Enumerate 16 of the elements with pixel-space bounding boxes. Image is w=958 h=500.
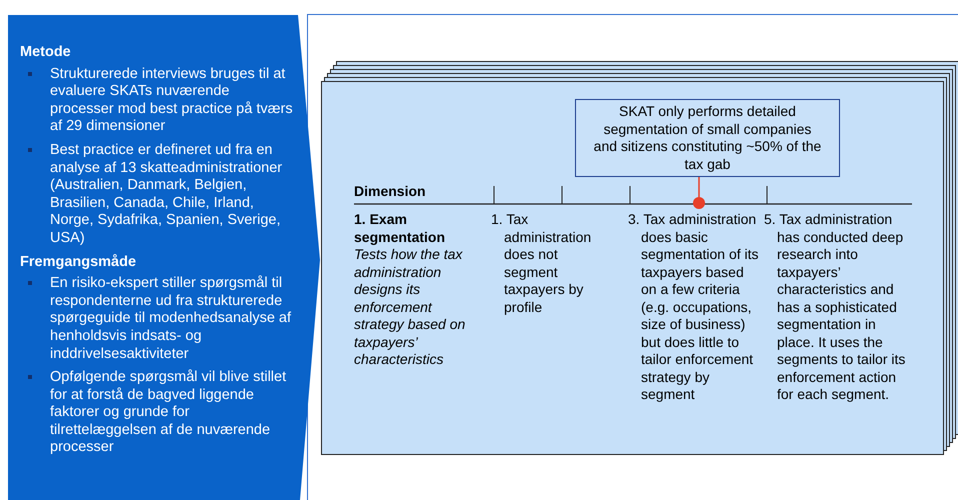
leader-line (698, 177, 700, 197)
bullet-text: Best practice er defineret ud fra en analyse af 13 skatteadministrationer (Australien, Danmark, Belgien, Brasilien, Canada, Chile, Irland, Norge, Sydafrika, Spanien, Sverige, USA) (50, 142, 284, 248)
bullet-text: Strukturerede interviews bruges til at evaluere SKATs nuværende processer mod best practice på tværs af 29 dimensioner (50, 66, 294, 136)
callout-box: SKAT only performs detailed segmentation of small companies and sitizens constituting ~50% of the tax gab (575, 99, 840, 177)
method-panel (8, 15, 320, 500)
maturity-level-text: 3. Tax administration does basic segmentation of its taxpayers based on a few criteria (e.g. occupations, size of business) but does little to tailor enforcement strategy by segment (628, 211, 760, 404)
maturity-level-text: 1. Tax administration does not segment taxpayers by profile (491, 211, 592, 316)
section-heading: Metode (20, 44, 72, 62)
maturity-level-text: 5. Tax administration has conducted deep research into taxpayers’ characteristics and has a sophisticated segmentation in place. It uses the segments to tailor its enforcement action for each segment. (764, 211, 906, 404)
section-heading: Fremgangsmåde (20, 254, 138, 272)
column-heading: Dimension (354, 183, 427, 200)
dimension-description: Tests how the tax administration designs its enforcement strategy based on taxpayers’ characteristics (354, 246, 466, 368)
bullet-text: En risiko-ekspert stiller spørgsmål til respondenterne ud fra strukturerede spørgeguide til modenhedsanalyse af henholdsvis indsats- og inddrivelsesaktiviteter (50, 275, 292, 364)
bullet-text: Opfølgende spørgsmål vil blive stillet for at forstå de bagved liggende faktorer og grunde for tilrettelæggelsen af de nuværende processer (50, 369, 288, 458)
dimension-title: 1. Exam segmentation (354, 211, 446, 246)
card (321, 81, 944, 455)
